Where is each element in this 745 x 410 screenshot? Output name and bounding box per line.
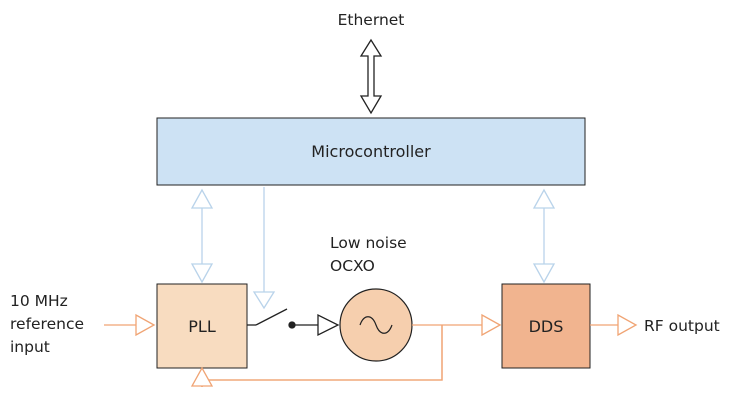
mcu-dds-link xyxy=(532,188,556,284)
ethernet-arrow xyxy=(359,38,383,115)
reference-input-line1: 10 MHz xyxy=(10,292,68,310)
buffer-triangle xyxy=(317,313,340,337)
reference-input-line3: input xyxy=(10,338,50,356)
dds-label: DDS xyxy=(529,317,564,336)
rf-output-label: RF output xyxy=(644,317,720,335)
rf-output-arrow xyxy=(590,313,638,337)
reference-input-line2: reference xyxy=(10,315,84,333)
microcontroller-label: Microcontroller xyxy=(311,142,431,161)
ethernet-label: Ethernet xyxy=(338,11,405,29)
reference-input-arrow xyxy=(104,313,156,337)
microcontroller-box xyxy=(156,117,586,186)
ocxo-dds-link xyxy=(412,313,502,337)
ocxo-label-line2: OCXO xyxy=(330,257,375,275)
ocxo-label-line1: Low noise xyxy=(330,234,407,252)
mcu-switch-link xyxy=(252,187,276,310)
dds-box xyxy=(501,283,591,369)
pll-label: PLL xyxy=(188,317,216,336)
switch-symbol xyxy=(247,308,318,329)
mcu-pll-link xyxy=(190,188,214,284)
feedback-arrow xyxy=(190,366,214,387)
sine-wave-icon xyxy=(359,316,393,334)
